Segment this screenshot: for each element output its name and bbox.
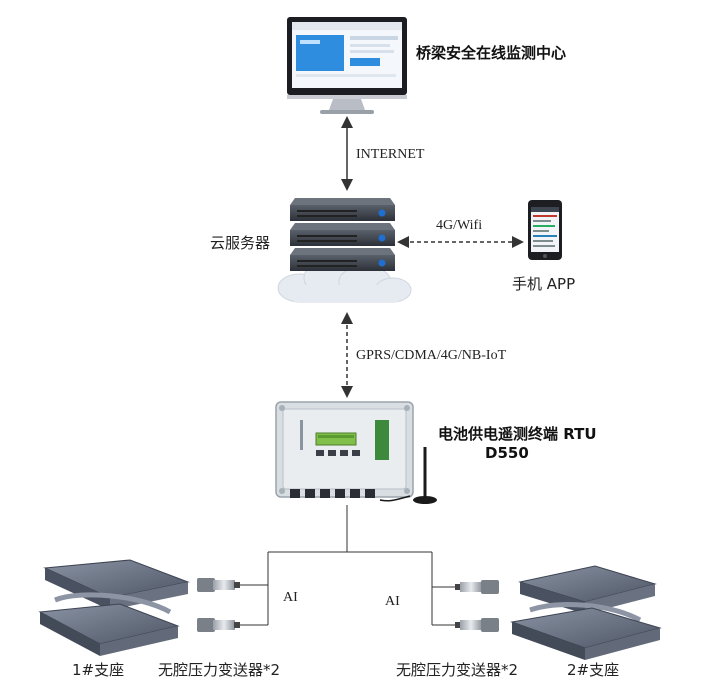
phone-icon (528, 200, 562, 260)
right-bearing-label: 2#支座 (567, 661, 620, 679)
wifi-label: 4G/Wifi (436, 218, 483, 233)
right-transmitter-label: 无腔压力变送器*2 (396, 661, 519, 679)
left-bearing-label: 1#支座 (72, 661, 125, 679)
left-sensor-top-icon (197, 578, 240, 592)
left-sensor-bottom-icon (197, 618, 240, 632)
internet-label: INTERNET (356, 147, 425, 162)
wiring-lines (238, 505, 460, 626)
cellular-label: GPRS/CDMA/4G/NB-IoT (356, 348, 507, 363)
cloud-server-label: 云服务器 (210, 234, 271, 252)
server-icon (290, 198, 395, 271)
antenna-icon (379, 447, 437, 504)
rtu-model-label: D550 (485, 444, 529, 462)
left-bearing-icon (38, 559, 190, 656)
monitor-icon (287, 17, 407, 114)
phone-app-label: 手机 APP (512, 275, 576, 293)
right-bearing-icon (510, 565, 662, 660)
monitor-center-label: 桥梁安全在线监测中心 (416, 44, 567, 62)
ai-right-label: AI (385, 594, 400, 609)
ai-left-label: AI (283, 590, 298, 605)
rtu-device-icon (275, 401, 414, 498)
left-transmitter-label: 无腔压力变送器*2 (158, 661, 281, 679)
right-sensor-top-icon (455, 580, 499, 594)
right-sensor-bottom-icon (455, 618, 499, 632)
rtu-title-label: 电池供电遥测终端 RTU (438, 425, 597, 443)
